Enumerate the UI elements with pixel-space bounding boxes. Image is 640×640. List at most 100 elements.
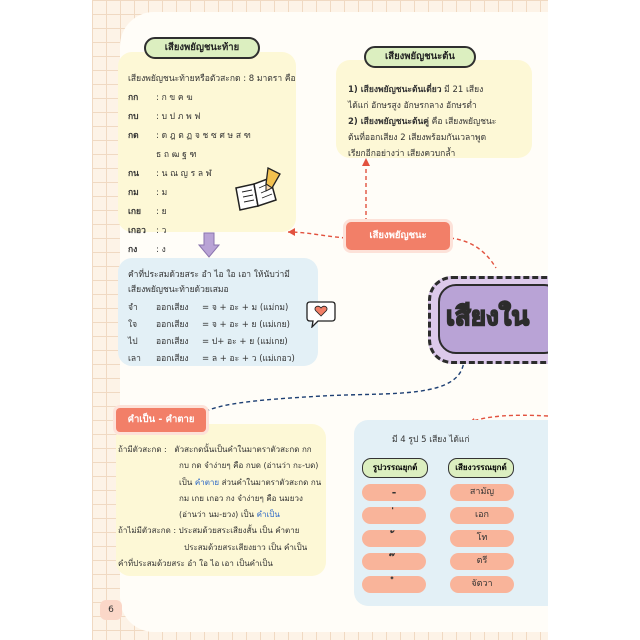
main-title-label: เสียงใน [445, 301, 530, 333]
vowel-example-formula: = จ + อะ + ม (แม่กม) [202, 303, 289, 313]
final-consonant-row: กม : ม [128, 184, 296, 203]
initial-consonant-text: เรียกอีกอย่างว่า เสียงควบกล้ำ [348, 149, 456, 159]
final-consonant-key: กบ [128, 112, 139, 122]
vowel-example-label: ออกเสียง [156, 320, 189, 330]
initial-consonant-text: มี 21 เสียง [441, 85, 484, 95]
heart-speech-bubble-icon [306, 300, 336, 332]
final-consonant-row: เกย: ย [128, 203, 296, 222]
vowel-example-list: จำออกเสียง= จ + อะ + ม (แม่กม)ใจออกเสียง… [128, 300, 295, 368]
page-number: 6 [100, 600, 122, 620]
tone-table-row: ่ เอก [362, 507, 514, 524]
vowel-example-label: ออกเสียง [156, 303, 189, 313]
live-dead-text: เป็น [118, 477, 195, 487]
final-consonant-key: กม [128, 188, 139, 198]
tone-table-header: รูปวรรณยุกต์เสียงวรรณยุกต์ [362, 458, 514, 478]
final-consonant-letters: : ง [156, 245, 166, 255]
final-consonant-letters: : บ ป ภ พ ฟ [156, 112, 201, 122]
final-consonant-row: กก: ก ข ค ฆ [128, 89, 296, 108]
connector-center-to-final [287, 231, 347, 239]
final-consonant-letters: : ม [156, 188, 168, 198]
tone-card-title: มี 4 รูป 5 เสียง ได้แก่ [392, 435, 470, 445]
final-consonant-key: กด [128, 131, 139, 141]
final-consonant-title: เสียงพยัญชนะท้าย [144, 37, 260, 59]
final-consonant-intro: เสียงพยัญชนะท้ายหรือตัวสะกด : 8 มาตรา คื… [128, 74, 296, 84]
tone-sound-cell: จัตวา [450, 576, 514, 593]
live-dead-line: กม เกย เกอว กง จำง่ายๆ คือ นมยวง [118, 491, 321, 507]
final-consonant-key: กก [128, 93, 139, 103]
page-number-text: 6 [108, 605, 114, 615]
vowel-example-formula: = จ + อะ + ย (แม่เกย) [202, 320, 290, 330]
down-arrow-icon [197, 232, 221, 262]
vowel-example-row: จำออกเสียง= จ + อะ + ม (แม่กม) [128, 300, 295, 317]
tone-sound-cell: สามัญ [450, 484, 514, 501]
final-consonant-row: กด : ด ฎ ต ฏ จ ช ซ ศ ษ ส ฑ [128, 127, 296, 146]
tone-table-row: ๊ตรี [362, 553, 514, 570]
vowel-example-formula: = ป+ อะ + ย (แม่เกย) [202, 337, 288, 347]
vowel-example-row: เลา ออกเสียง = ล + อะ + ว (แม่เกอว) [128, 351, 295, 368]
initial-consonant-line: ต้นที่ออกเสียง 2 เสียงพร้อมกันเวลาพูด [348, 130, 496, 146]
live-dead-text: กม เกย เกอว กง จำง่ายๆ คือ นมยวง [118, 493, 303, 503]
live-dead-highlight: คำเป็น [256, 510, 280, 520]
vowel-example-label: ออกเสียง [156, 354, 189, 364]
initial-consonant-line: เรียกอีกอย่างว่า เสียงควบกล้ำ [348, 146, 496, 162]
final-consonant-key: กน [128, 169, 139, 179]
vowel-example-word: ใจ [128, 320, 138, 330]
tone-mark-cell: - [362, 484, 426, 501]
initial-consonant-text: ต้นที่ออกเสียง 2 เสียงพร้อมกันเวลาพูด [348, 133, 487, 143]
final-consonant-letters: : น ณ ญ ร ล ฬ [156, 169, 212, 179]
initial-consonant-heading: 2) เสียงพยัญชนะต้นคู่ [348, 117, 429, 127]
tone-table: รูปวรรณยุกต์เสียงวรรณยุกต์ - สามัญ่ เอก้โท๊… [362, 458, 514, 598]
live-dead-text: กบ กด จำง่ายๆ คือ กบด (อ่านว่า กะ-บด) [118, 461, 319, 471]
final-consonant-row: ธ ถ ฒ ฐ ฑ [128, 146, 296, 165]
live-dead-line: คำที่ประสมด้วยสระ อำ ใอ ไอ เอา เป็นคำเป็… [118, 556, 321, 572]
tone-table-row: ้โท [362, 530, 514, 547]
initial-consonant-card [336, 60, 532, 158]
tone-table-row: - สามัญ [362, 484, 514, 501]
final-consonant-letters: : ย [156, 207, 167, 217]
main-title-inner [438, 284, 548, 354]
live-dead-body: ถ้ามีตัวสะกด : ตัวสะกดนั้นเป็นคำในมาตราต… [118, 442, 321, 572]
initial-consonant-line: 2) เสียงพยัญชนะต้นคู่ คือ เสียงพยัญชนะ [348, 114, 496, 130]
initial-consonant-title: เสียงพยัญชนะต้น [364, 46, 476, 68]
final-consonant-row: เกอว: ว [128, 222, 296, 241]
vowel-example-row: ไปออกเสียง= ป+ อะ + ย (แม่เกย) [128, 334, 295, 351]
live-dead-text: ถ้ามีตัวสะกด : [118, 445, 167, 454]
tone-header-cell: เสียงวรรณยุกต์ [448, 458, 514, 478]
tone-sound-cell: เอก [450, 507, 514, 524]
live-dead-text: ส่วนคำในมาตราตัวสะกด กน [219, 477, 322, 487]
initial-consonant-heading: 1) เสียงพยัญชนะต้นเดี่ยว [348, 85, 442, 95]
vowel-ending-body: คำที่ประสมด้วยสระ อำ ไอ ใอ เอา ให้นับว่า… [128, 268, 295, 368]
live-dead-text: ประสมด้วยสระเสียงยาว เป็น คำเป็น [118, 542, 308, 552]
center-node-consonant: เสียงพยัญชนะ [346, 222, 450, 250]
vowel-example-formula: = ล + อะ + ว (แม่เกอว) [202, 354, 295, 364]
vowel-example-label: ออกเสียง [156, 337, 189, 347]
vowel-example-row: ใจ ออกเสียง = จ + อะ + ย (แม่เกย) [128, 317, 295, 334]
worksheet-page: เสียงพยัญชนะท้าย เสียงพยัญชนะท้ายหรือตัว… [92, 0, 548, 640]
tone-mark-cell: ่ [362, 507, 426, 524]
final-consonant-list: กก: ก ข ค ฆกบ : บ ป ภ พ ฟกด : ด ฎ ต ฏ จ ช … [128, 89, 296, 260]
tone-sound-cell: ตรี [450, 553, 514, 570]
initial-consonant-text: ได้แก่ อักษรสูง อักษรกลาง อักษรต่ำ [348, 101, 477, 111]
initial-consonant-text: คือ เสียงพยัญชนะ [428, 117, 497, 127]
connector-arrowhead [362, 158, 370, 166]
live-dead-line: กบ กด จำง่ายๆ คือ กบด (อ่านว่า กะ-บด) [118, 458, 321, 474]
final-consonant-letters: ธ ถ ฒ ฐ ฑ [156, 150, 197, 160]
connector-center-to-title [449, 237, 497, 269]
final-consonant-key: กง [128, 245, 138, 255]
vowel-example-word: เลา [128, 354, 141, 364]
final-consonant-letters: : ว [156, 226, 167, 236]
final-consonant-key [128, 146, 156, 165]
live-dead-line: ถ้ามีตัวสะกด : ตัวสะกดนั้นเป็นคำในมาตราต… [118, 442, 321, 458]
connector-title-to-live-dead [197, 357, 465, 417]
vowel-intro-line-2: เสียงพยัญชนะท้ายด้วยเสมอ [128, 285, 229, 295]
final-consonant-row: กบ : บ ป ภ พ ฟ [128, 108, 296, 127]
tone-sound-cell: โท [450, 530, 514, 547]
live-dead-title: คำเป็น - คำตาย [116, 408, 206, 432]
open-book-pencil-icon [232, 166, 284, 216]
vowel-ending-card [118, 258, 318, 366]
live-dead-highlight: คำตาย [194, 477, 220, 487]
live-dead-text: ตัวสะกดนั้นเป็นคำในมาตราตัวสะกด กก [166, 445, 312, 454]
live-dead-line: ประสมด้วยสระเสียงยาว เป็น คำเป็น [118, 540, 321, 556]
live-dead-line: (อ่านว่า นม-ยวง) เป็น คำเป็น [118, 507, 321, 523]
final-consonant-letters: : ด ฎ ต ฏ จ ช ซ ศ ษ ส ฑ [156, 131, 251, 141]
